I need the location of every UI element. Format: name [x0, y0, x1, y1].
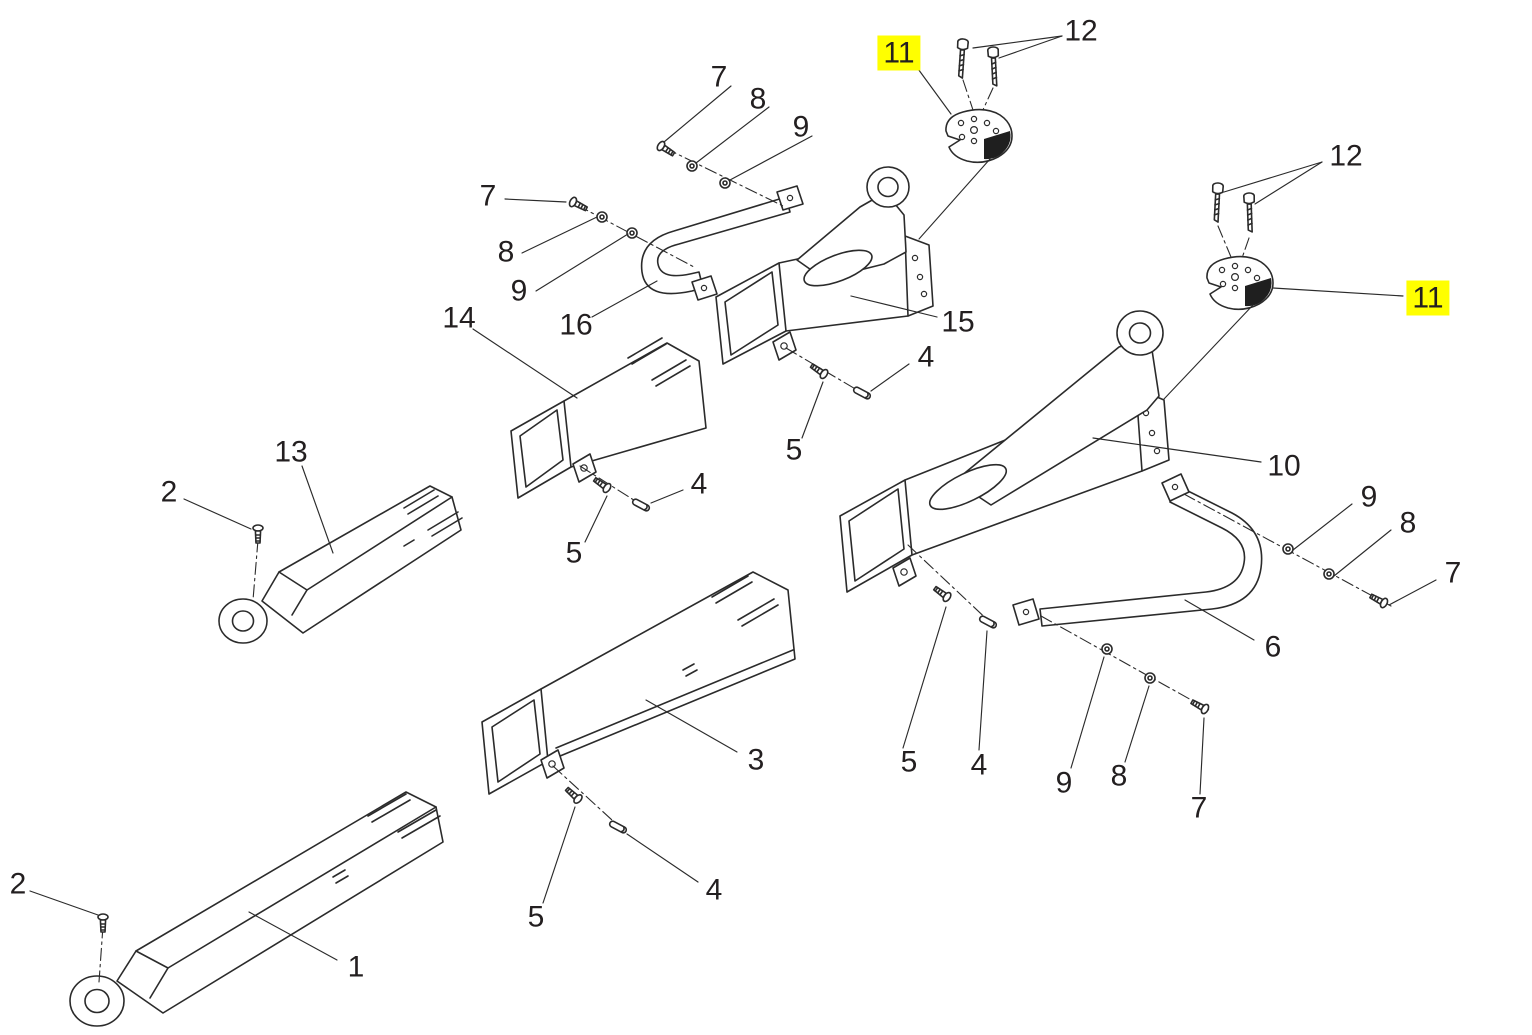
callout-11b-highlighted: 11 [1406, 280, 1450, 316]
screw-2 [97, 913, 109, 933]
screw-7 [567, 195, 590, 215]
screw-12 [954, 37, 970, 80]
part-14-sleeve [510, 337, 707, 499]
callout-7c: 7 [1444, 556, 1462, 590]
washer-8 [1144, 672, 1156, 684]
screw-12 [1210, 181, 1225, 224]
callout-15: 15 [941, 305, 975, 339]
washer-8 [596, 211, 608, 223]
callout-8a: 8 [749, 82, 767, 116]
callout-5c: 5 [900, 745, 918, 779]
callout-14: 14 [442, 301, 476, 335]
screw-7 [1188, 696, 1211, 716]
part-1-inner-beam [69, 791, 444, 1027]
callout-8b: 8 [497, 235, 515, 269]
plate-11 [945, 108, 1013, 164]
callout-5b: 5 [565, 536, 583, 570]
washer-8 [1323, 568, 1335, 580]
callout-16: 16 [559, 308, 593, 342]
callout-4d: 4 [705, 873, 723, 907]
callout-7a: 7 [710, 60, 728, 94]
screw-5 [562, 784, 585, 806]
screw-7 [654, 139, 678, 160]
callout-10: 10 [1267, 449, 1301, 483]
pin-4 [851, 385, 873, 401]
washer-9 [1282, 543, 1294, 555]
screw-5 [807, 360, 831, 381]
callout-9c: 9 [1360, 480, 1378, 514]
callout-9a: 9 [792, 110, 810, 144]
pin-4 [607, 819, 629, 835]
callout-12a: 12 [1064, 14, 1098, 48]
callout-9b: 9 [510, 274, 528, 308]
callout-4a: 4 [917, 340, 935, 374]
callout-8c: 8 [1399, 506, 1417, 540]
callout-4b: 4 [690, 467, 708, 501]
callout-6: 6 [1264, 630, 1282, 664]
plate-11 [1206, 255, 1274, 311]
callout-5d: 5 [527, 900, 545, 934]
part-15-arm-head [715, 166, 934, 365]
callout-13: 13 [274, 435, 308, 469]
washer-9 [626, 227, 638, 239]
callout-7b: 7 [479, 179, 497, 213]
pin-4 [977, 614, 999, 630]
callout-11a-highlighted: 11 [877, 35, 921, 71]
screw-12 [986, 45, 1001, 88]
screw-2 [252, 524, 264, 544]
screw-5 [931, 583, 954, 604]
part-13-inner-beam [218, 485, 463, 644]
screw-5 [591, 474, 614, 495]
callout-8d: 8 [1110, 759, 1128, 793]
callout-1: 1 [347, 950, 365, 984]
callout-12b: 12 [1329, 139, 1363, 173]
leader-lines [29, 35, 1437, 961]
pin-4 [630, 497, 652, 513]
callout-3: 3 [747, 743, 765, 777]
callout-4c: 4 [970, 748, 988, 782]
part-16-handle-tube [640, 185, 804, 301]
callout-7d: 7 [1190, 791, 1208, 825]
callout-9d: 9 [1055, 766, 1073, 800]
callout-2b: 2 [9, 867, 27, 901]
washer-9 [719, 177, 731, 189]
part-10-arm-head [839, 310, 1170, 593]
attach-lines [918, 158, 1254, 400]
screw-7 [1367, 590, 1390, 610]
washer-9 [1101, 643, 1113, 655]
part-6-handle-tube [1012, 473, 1263, 627]
callout-2a: 2 [160, 475, 178, 509]
washer-8 [686, 160, 698, 172]
screw-12 [1242, 192, 1257, 233]
callout-5a: 5 [785, 433, 803, 467]
